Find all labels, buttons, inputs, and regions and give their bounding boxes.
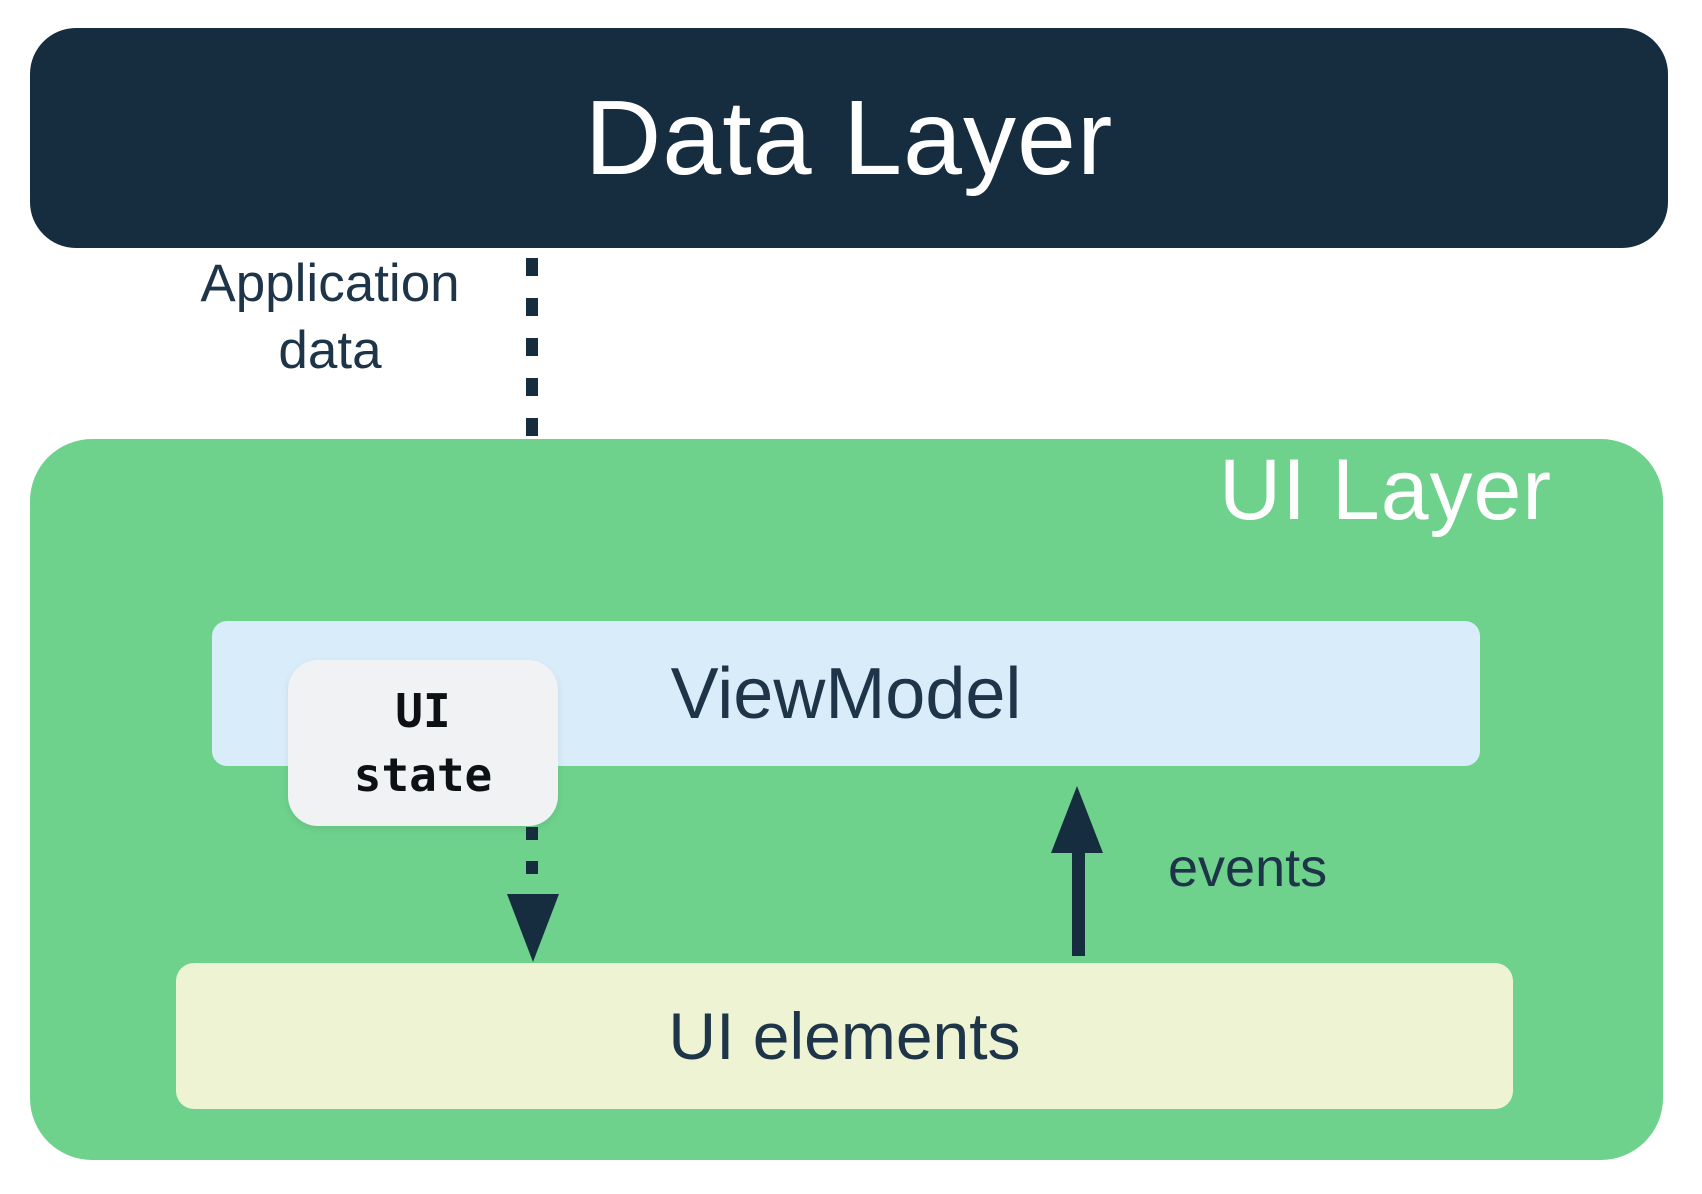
application-data-label-line1: Application	[200, 254, 460, 313]
application-data-label-line2: data	[278, 321, 382, 380]
ui-state-dotted-line	[526, 827, 538, 877]
ui-state-chip: UI state	[288, 660, 558, 826]
ui-elements-bar: UI elements	[176, 963, 1513, 1109]
application-data-label: Application data	[150, 250, 510, 384]
events-label: events	[1168, 838, 1328, 898]
viewmodel-label: ViewModel	[670, 653, 1022, 734]
ui-layer-title: UI Layer	[1218, 442, 1552, 538]
ui-state-label-line1: UI	[395, 684, 451, 738]
ui-state-label-line2: state	[353, 748, 493, 802]
data-layer-box: Data Layer	[30, 28, 1668, 248]
ui-elements-label: UI elements	[668, 999, 1021, 1073]
data-layer-title: Data Layer	[584, 79, 1114, 197]
events-arrow-shaft	[1072, 850, 1085, 956]
